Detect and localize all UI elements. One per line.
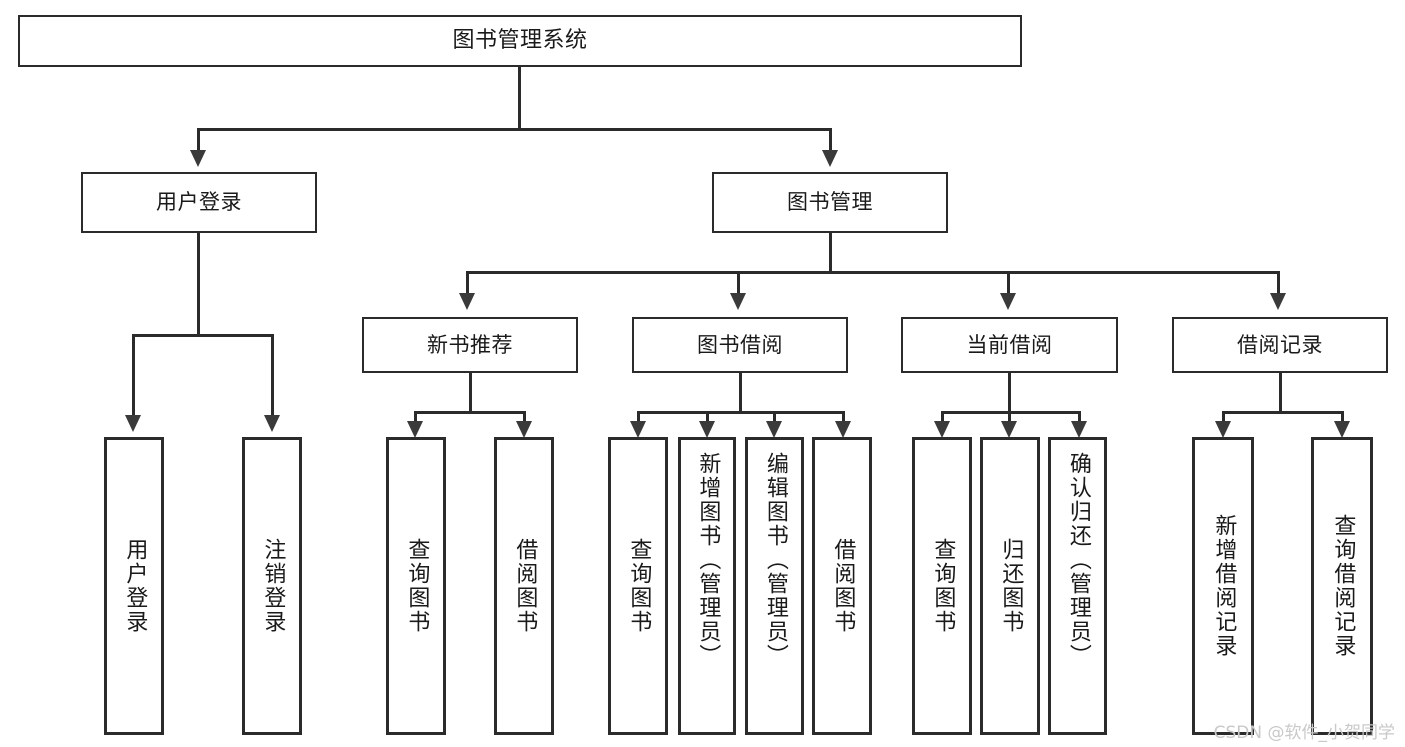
node-user-login[interactable]: 用户登录 [81,172,317,233]
connector-current-borrow-stem [1008,373,1011,413]
connector-root-to-book-manage [829,128,832,153]
arrowhead-icon [835,421,851,438]
connector-book-borrow-bar [637,411,845,414]
leaf-add-book-admin[interactable]: 新增图书（管理员） [678,437,736,735]
arrowhead-icon [459,293,475,310]
leaf-search-book-recommend[interactable]: 查询图书 [386,437,446,735]
arrowhead-icon [1334,421,1350,438]
node-label: 查询借阅记录 [1330,514,1356,658]
node-label: 借阅图书 [830,538,856,634]
connector-current-borrow-bar [941,411,1081,414]
connector-new-book-stem [469,373,472,413]
connector-borrow-record-child-2 [1341,411,1344,425]
connector-current-borrow-child-2 [1008,411,1011,425]
connector-current-borrow-child-3 [1078,411,1081,425]
connector-to-new-book [466,271,469,296]
node-label: 用户登录 [156,190,242,215]
node-new-book-recommend[interactable]: 新书推荐 [362,317,578,373]
leaf-return-book[interactable]: 归还图书 [980,437,1040,735]
arrowhead-icon [407,421,423,438]
node-label: 编辑图书（管理员） [762,452,788,668]
connector-book-manage-stem [829,233,832,273]
node-label: 查询图书 [626,538,652,634]
connector-to-borrow-record [1277,271,1280,296]
leaf-edit-book-admin[interactable]: 编辑图书（管理员） [745,437,804,735]
connector-book-borrow-child-1 [637,411,640,425]
node-label: 新增借阅记录 [1211,514,1237,658]
connector-borrow-record-child-1 [1222,411,1225,425]
arrowhead-icon [516,421,532,438]
connector-to-book-borrow [737,271,740,296]
node-label: 查询图书 [404,538,430,634]
arrowhead-icon [934,421,950,438]
node-book-borrow[interactable]: 图书借阅 [632,317,848,373]
connector-user-login-child-2 [271,334,274,419]
arrowhead-icon [630,421,646,438]
node-label: 新书推荐 [427,332,513,357]
arrowhead-icon [1000,293,1016,310]
node-label: 注销登录 [260,538,286,634]
node-label: 当前借阅 [966,332,1053,357]
connector-book-borrow-child-4 [842,411,845,425]
connector-new-book-bar [414,411,526,414]
arrowhead-icon [730,293,746,310]
node-label: 确认归还（管理员） [1065,452,1091,668]
leaf-logout[interactable]: 注销登录 [242,437,302,735]
connector-root-stem [518,67,521,130]
leaf-borrow-book-recommend[interactable]: 借阅图书 [494,437,554,735]
arrowhead-icon [1270,293,1286,310]
node-label: 借阅记录 [1237,332,1323,357]
connector-root-bar [197,128,832,131]
node-label: 图书借阅 [697,332,783,357]
connector-book-manage-bar [466,271,1280,274]
node-label: 查询图书 [930,538,956,634]
watermark-text: CSDN @软件_小贺同学 [1213,723,1395,743]
arrowhead-icon [1071,421,1087,438]
node-label: 新增图书（管理员） [695,452,721,668]
connector-to-current-borrow [1007,271,1010,296]
node-label: 图书管理 [787,190,873,215]
node-label: 借阅图书 [512,538,538,634]
connector-user-login-stem [197,233,200,336]
connector-book-borrow-child-2 [706,411,709,425]
arrowhead-icon [766,421,782,438]
arrowhead-icon [190,150,206,167]
leaf-search-book-current[interactable]: 查询图书 [912,437,972,735]
arrowhead-icon [125,415,141,432]
node-current-borrow[interactable]: 当前借阅 [901,317,1118,373]
connector-borrow-record-stem [1279,373,1282,413]
connector-book-borrow-child-3 [773,411,776,425]
leaf-search-book-borrow[interactable]: 查询图书 [608,437,668,735]
connector-new-book-child-1 [414,411,417,425]
leaf-confirm-return-admin[interactable]: 确认归还（管理员） [1048,437,1107,735]
node-label: 用户登录 [122,538,148,634]
leaf-add-borrow-record[interactable]: 新增借阅记录 [1192,437,1254,735]
node-book-management[interactable]: 图书管理 [712,172,948,233]
leaf-query-borrow-record[interactable]: 查询借阅记录 [1311,437,1373,735]
arrowhead-icon [1215,421,1231,438]
connector-user-login-child-1 [132,334,135,419]
arrowhead-icon [822,150,838,167]
node-label: 图书管理系统 [452,28,588,54]
connector-new-book-child-2 [523,411,526,425]
node-label: 归还图书 [998,538,1024,634]
arrowhead-icon [699,421,715,438]
connector-borrow-record-bar [1222,411,1343,414]
arrowhead-icon [1001,421,1017,438]
leaf-borrow-book[interactable]: 借阅图书 [812,437,872,735]
connector-current-borrow-child-1 [941,411,944,425]
connector-root-to-user-login [197,128,200,153]
connector-user-login-bar [132,334,274,337]
node-borrow-record[interactable]: 借阅记录 [1172,317,1388,373]
leaf-user-login[interactable]: 用户登录 [104,437,164,735]
arrowhead-icon [264,415,280,432]
connector-book-borrow-stem [739,373,742,413]
node-root-system[interactable]: 图书管理系统 [18,15,1022,67]
